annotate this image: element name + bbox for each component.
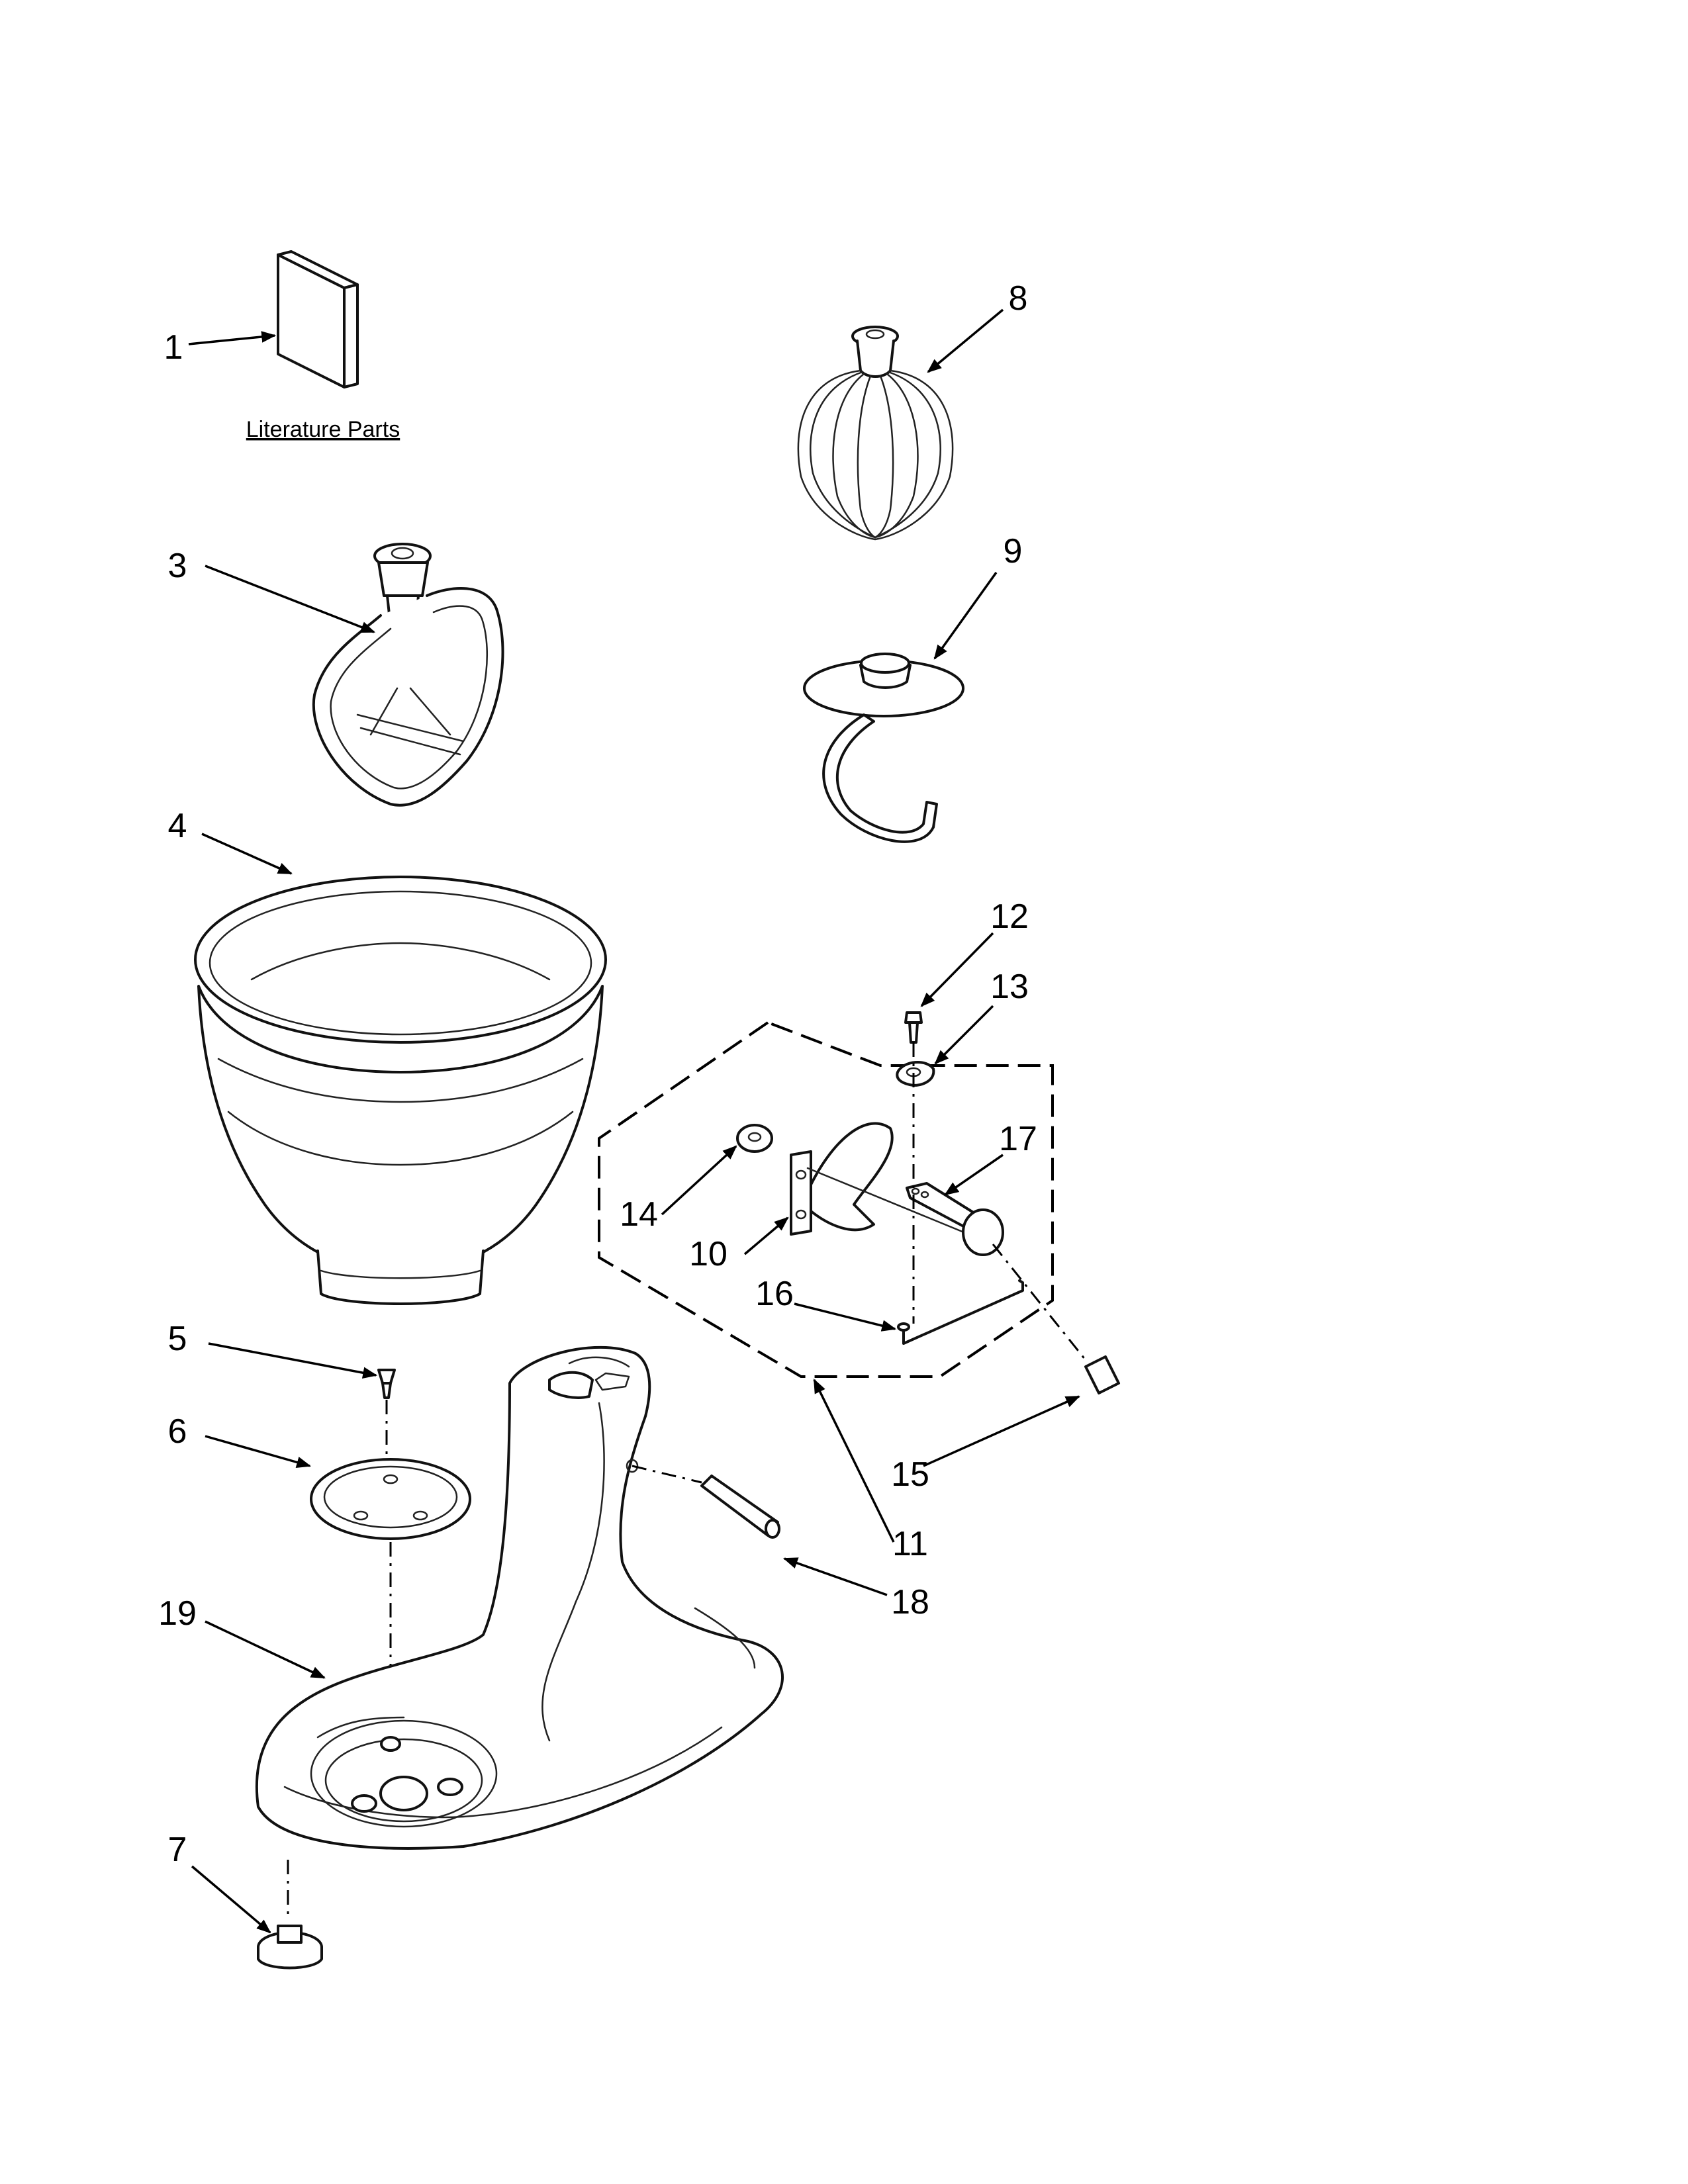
hinge-assembly — [598, 1011, 1120, 1394]
dough-hook — [803, 653, 964, 843]
callout-15: 15 — [891, 1455, 929, 1494]
literature-part — [277, 250, 359, 388]
mixing-bowl — [194, 876, 607, 1305]
leader-16 — [794, 1302, 897, 1332]
callout-13: 13 — [990, 968, 1029, 1006]
callout-labels: 1 3 4 5 6 7 8 9 10 11 12 13 14 15 16 17 … — [158, 279, 1037, 1869]
callout-14: 14 — [620, 1195, 658, 1234]
leader-8 — [927, 308, 1004, 373]
callout-16: 16 — [755, 1275, 794, 1313]
callout-9: 9 — [1004, 532, 1023, 570]
leader-9 — [933, 571, 998, 660]
leader-11 — [813, 1379, 895, 1543]
leader-12 — [920, 932, 994, 1007]
leader-17 — [944, 1154, 1004, 1196]
flat-beater — [312, 543, 504, 807]
leader-7 — [191, 1865, 271, 1934]
leader-14 — [661, 1145, 737, 1216]
callout-11: 11 — [892, 1525, 928, 1563]
leader-4 — [201, 833, 293, 875]
mixer-base — [255, 1345, 784, 1970]
callout-3: 3 — [168, 547, 187, 585]
leader-15 — [923, 1395, 1081, 1467]
leader-13 — [934, 1005, 994, 1065]
callout-12: 12 — [990, 897, 1029, 936]
wire-whip — [797, 326, 954, 541]
callout-5: 5 — [168, 1320, 187, 1358]
literature-parts-caption: Literature Parts — [246, 417, 400, 442]
callout-17: 17 — [999, 1120, 1037, 1158]
callout-10: 10 — [689, 1235, 727, 1273]
leader-lines — [188, 308, 1081, 1934]
leader-5 — [208, 1342, 378, 1379]
leader-1 — [188, 331, 277, 345]
callout-19: 19 — [158, 1594, 197, 1633]
leader-19 — [205, 1620, 326, 1679]
leader-18 — [782, 1557, 888, 1596]
callout-1: 1 — [164, 328, 183, 367]
callout-18: 18 — [891, 1583, 929, 1621]
leader-10 — [743, 1216, 789, 1255]
callout-8: 8 — [1009, 279, 1028, 318]
callout-7: 7 — [168, 1831, 187, 1869]
leader-6 — [205, 1435, 312, 1469]
callout-6: 6 — [168, 1412, 187, 1451]
callout-4: 4 — [168, 807, 187, 845]
leader-3 — [205, 565, 376, 633]
